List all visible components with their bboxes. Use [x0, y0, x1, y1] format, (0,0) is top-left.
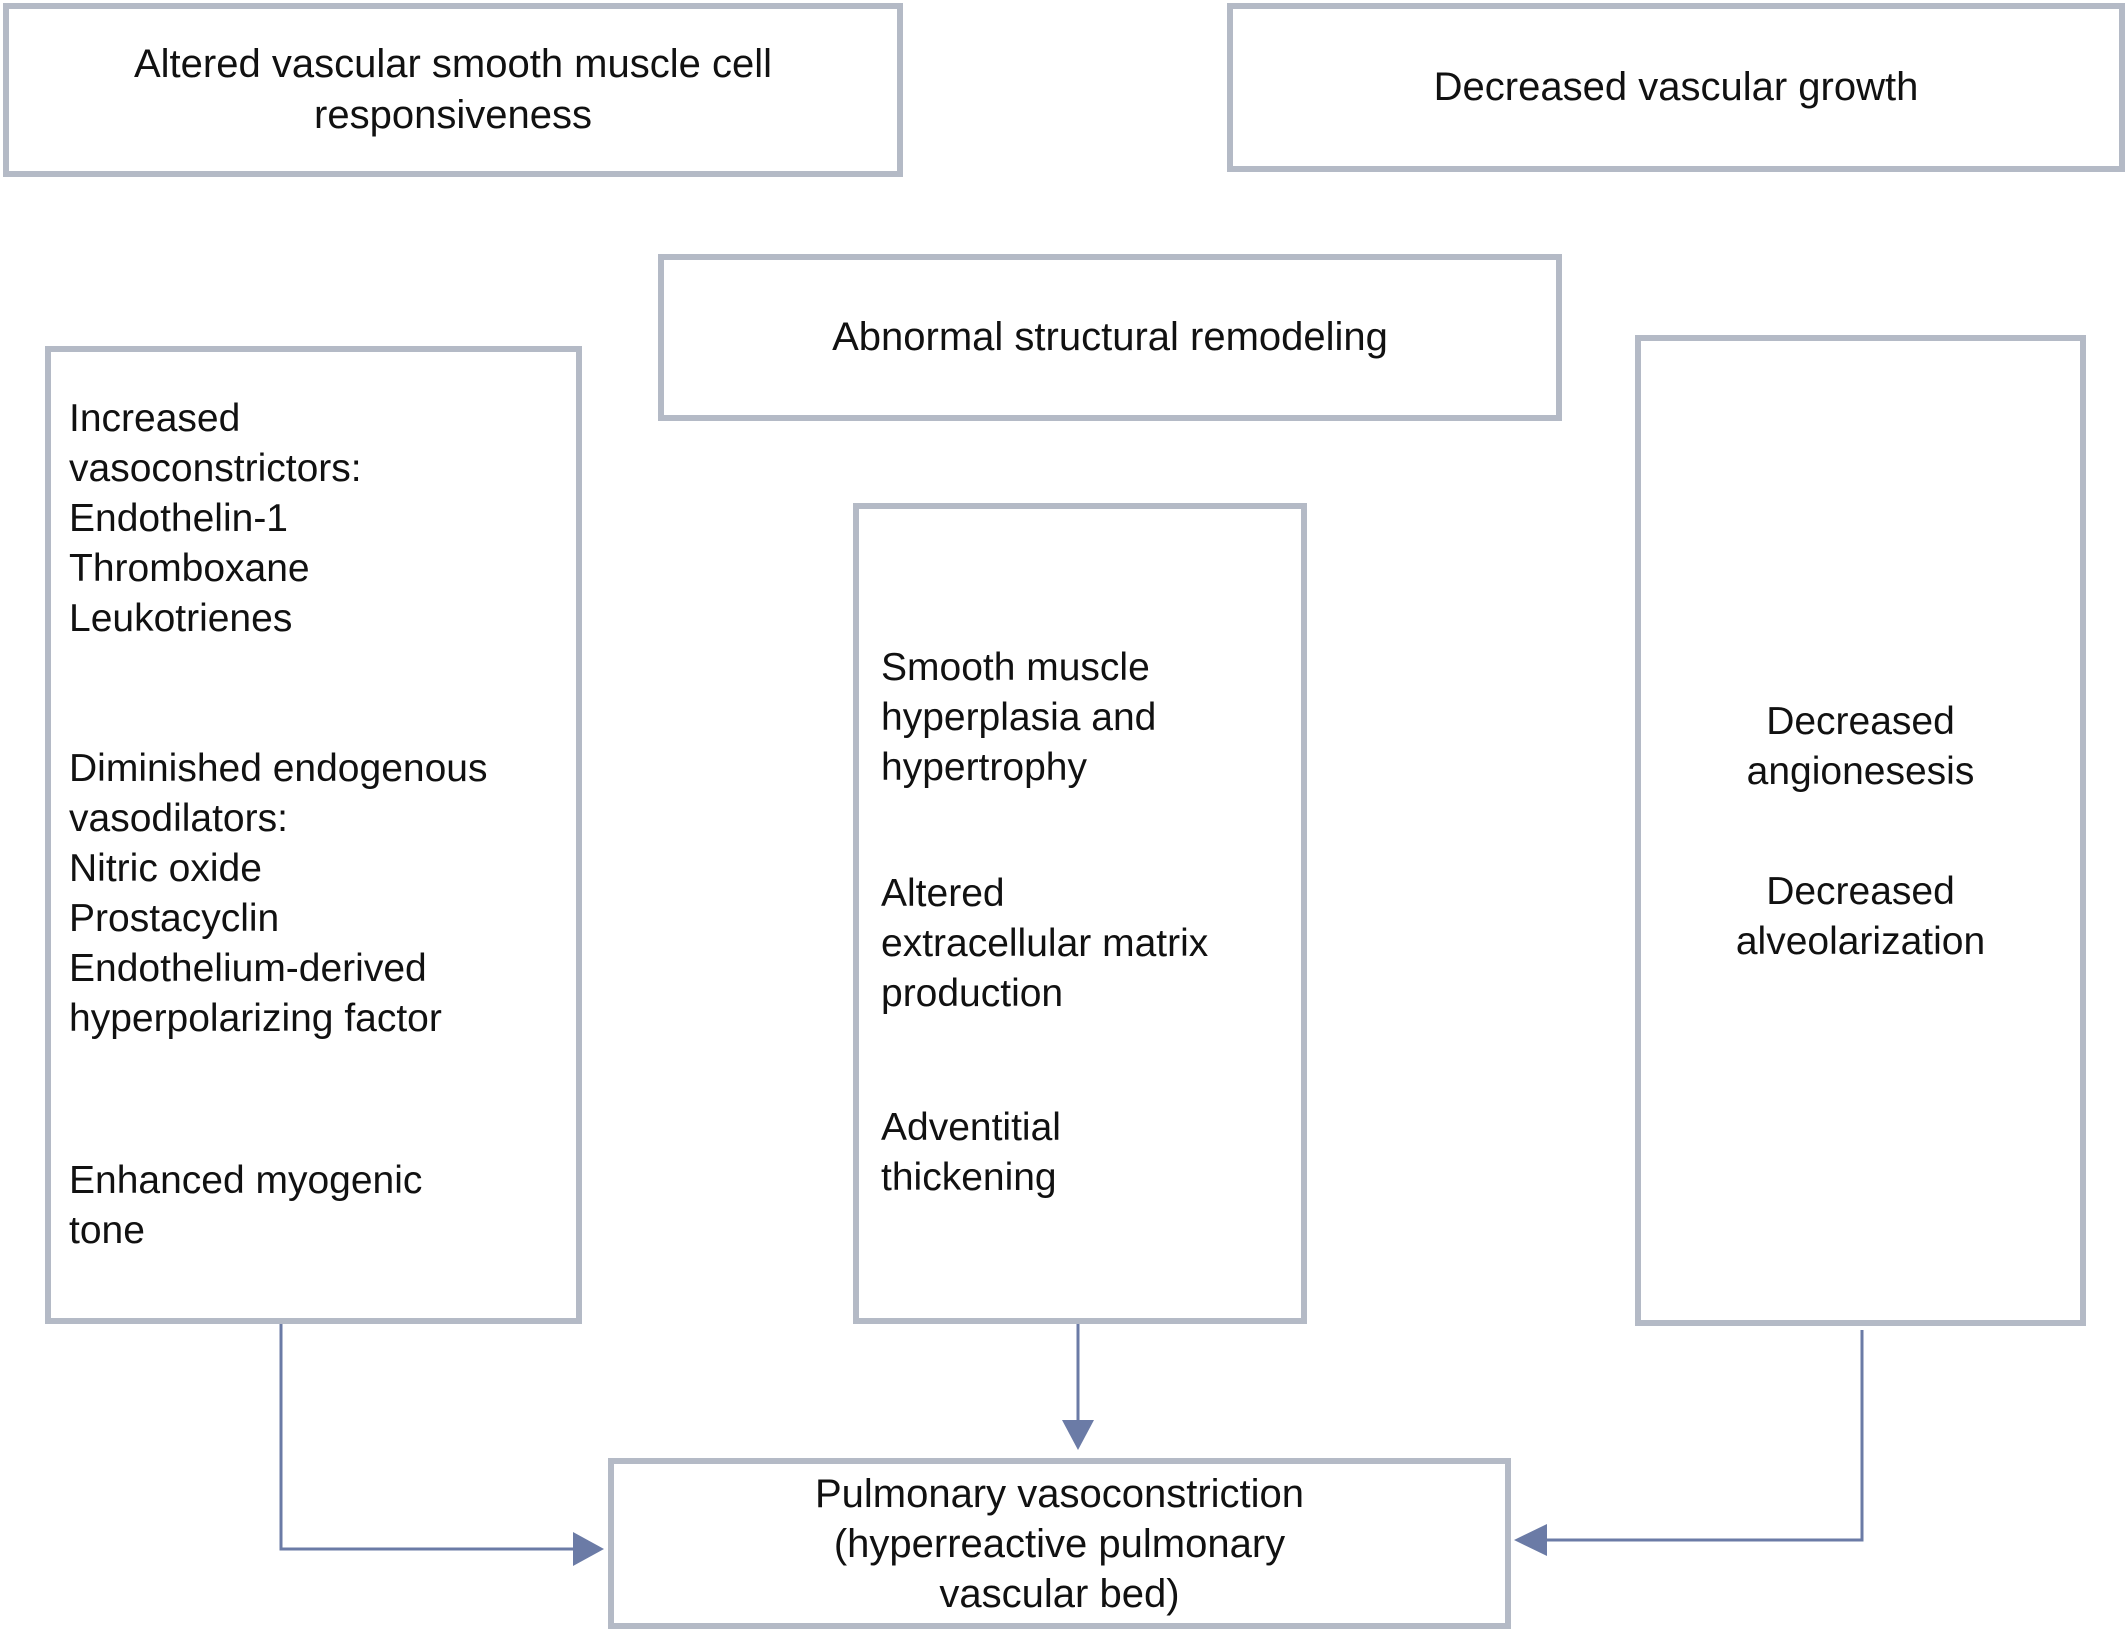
list-line: Increased [69, 397, 241, 440]
list-line: Endothelium-derived [69, 947, 427, 990]
list-line: Prostacyclin [69, 897, 280, 940]
list-line: Decreased [1766, 870, 1955, 913]
right-vascular-growth-box: Decreased angionesesis Decreased alveola… [1635, 335, 2086, 1326]
list-line: hyperplasia and [881, 696, 1157, 739]
header-decreased-vascular-growth: Decreased vascular growth [1227, 3, 2125, 172]
list-line: Decreased [1766, 700, 1955, 743]
list-line: angionesesis [1746, 750, 1975, 793]
connector-left-to-outcome [279, 1324, 575, 1551]
outcome-label: Pulmonary vasoconstriction (hyperreactiv… [815, 1469, 1304, 1619]
header-line: Abnormal structural remodeling [832, 315, 1388, 359]
list-line: Thromboxane [69, 547, 310, 590]
list-line: Adventitial [881, 1106, 1061, 1149]
group-alveolarization: Decreased alveolarization [1641, 867, 2080, 967]
arrowhead-down-icon [1062, 1420, 1094, 1450]
arrowhead-left-icon [573, 1532, 604, 1566]
outcome-line: (hyperreactive pulmonary [833, 1521, 1286, 1566]
arrowhead-right-icon [1514, 1524, 1547, 1556]
list-line: Endothelin-1 [69, 497, 288, 540]
list-line: vasodilators: [69, 797, 288, 840]
list-line: production [881, 972, 1064, 1015]
list-line: alveolarization [1735, 920, 1986, 963]
group-angiogenesis: Decreased angionesesis [1641, 697, 2080, 797]
group-adventitial: Adventitial thickening [881, 1103, 1301, 1203]
list-line: vasoconstrictors: [69, 447, 362, 490]
list-line: hyperpolarizing factor [69, 997, 442, 1040]
list-line: Smooth muscle [881, 646, 1150, 689]
outcome-pulmonary-vasoconstriction-box: Pulmonary vasoconstriction (hyperreactiv… [608, 1458, 1511, 1629]
connector-right-to-outcome [1545, 1330, 1864, 1542]
list-line: extracellular matrix [881, 922, 1209, 965]
group-vasoconstrictors: Increased vasoconstrictors: Endothelin-1… [69, 394, 576, 644]
list-line: thickening [881, 1156, 1057, 1199]
list-line: Altered [881, 872, 1005, 915]
header-abnormal-structural-remodeling: Abnormal structural remodeling [658, 254, 1562, 421]
group-extracellular-matrix: Altered extracellular matrix production [881, 869, 1301, 1019]
list-line: Leukotrienes [69, 597, 293, 640]
header-label: Altered vascular smooth muscle cell resp… [134, 39, 772, 141]
header-line: responsiveness [314, 93, 592, 137]
left-mechanisms-box: Increased vasoconstrictors: Endothelin-1… [45, 346, 582, 1324]
header-line: Decreased vascular growth [1433, 65, 1919, 109]
group-myogenic-tone: Enhanced myogenic tone [69, 1156, 576, 1256]
header-smooth-muscle-responsiveness: Altered vascular smooth muscle cell resp… [3, 3, 903, 177]
list-line: Enhanced myogenic [69, 1159, 423, 1202]
list-line: Diminished endogenous [69, 747, 488, 790]
list-line: hypertrophy [881, 746, 1087, 789]
middle-remodeling-box: Smooth muscle hyperplasia and hypertroph… [853, 503, 1307, 1324]
outcome-line: Pulmonary vasoconstriction [814, 1471, 1305, 1516]
header-line: Altered vascular smooth muscle cell [133, 42, 773, 86]
group-vasodilators: Diminished endogenous vasodilators: Nitr… [69, 744, 576, 1044]
list-line: tone [69, 1209, 145, 1252]
group-smooth-muscle: Smooth muscle hyperplasia and hypertroph… [881, 643, 1301, 793]
outcome-line: vascular bed) [939, 1571, 1180, 1616]
list-line: Nitric oxide [69, 847, 262, 890]
